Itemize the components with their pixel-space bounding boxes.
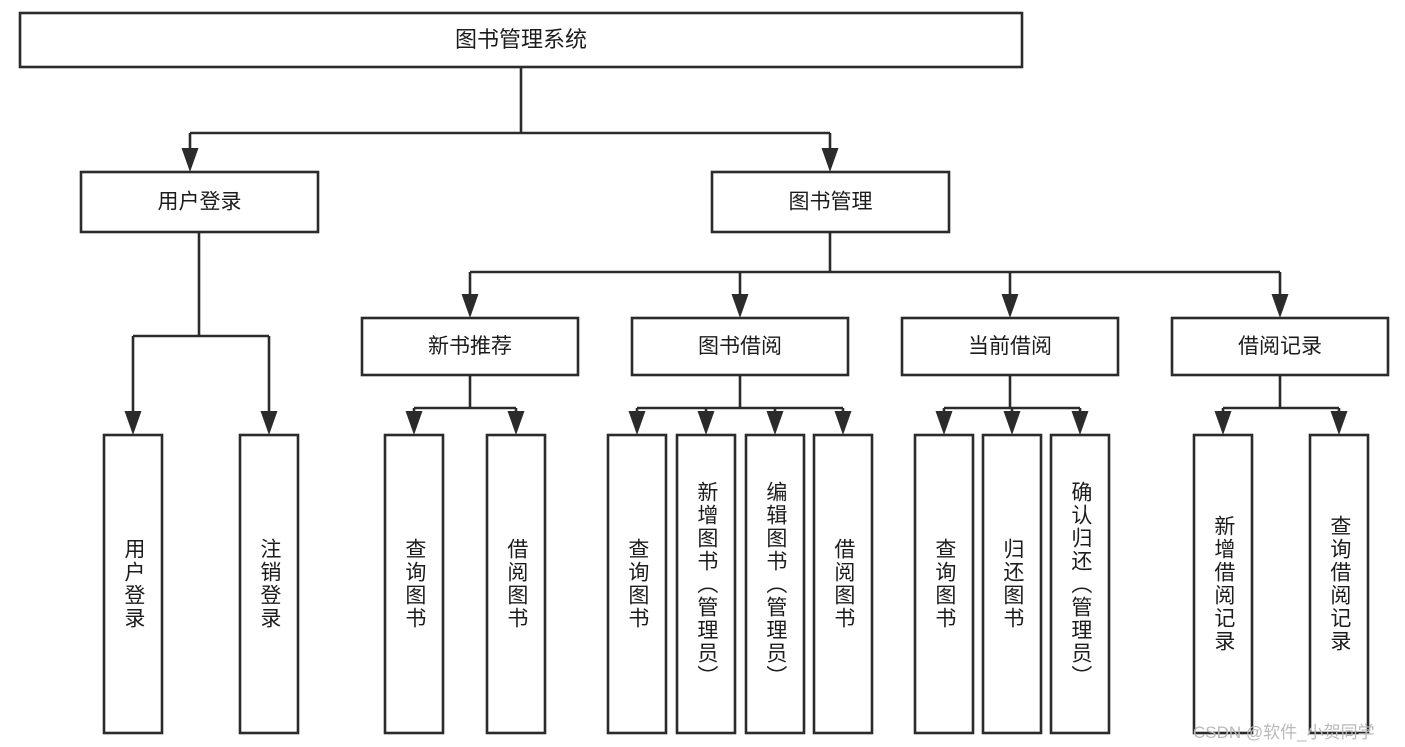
arrow-head-icon (124, 411, 142, 435)
arrow-head-icon (260, 411, 278, 435)
node-hit-leaf-add-borrow-record[interactable] (1194, 435, 1252, 733)
node-box-root[interactable] (18, 11, 1024, 69)
node-hit-leaf-confirm-return-admin[interactable] (1051, 435, 1109, 733)
connector-c-recommend-bus (405, 375, 525, 435)
connector-c-current-bus (935, 375, 1089, 435)
arrow-head-icon (1003, 411, 1021, 435)
arrow-head-icon (731, 294, 749, 318)
node-hit-leaf-query-book-borrow[interactable] (608, 435, 666, 733)
node-box-book-borrow[interactable] (630, 316, 850, 377)
node-box-leaf-user-login[interactable] (102, 433, 164, 735)
node-hit-leaf-query-book-current[interactable] (915, 435, 973, 733)
arrow-head-icon (834, 411, 852, 435)
arrow-head-icon (181, 148, 199, 172)
arrow-head-icon (1330, 411, 1348, 435)
csdn-watermark: CSDN @软件_小贺同学 (1193, 723, 1375, 742)
node-box-leaf-add-book-admin[interactable] (675, 433, 737, 735)
arrow-head-icon (1214, 411, 1232, 435)
node-hit-leaf-borrow-book-recommend[interactable] (487, 435, 545, 733)
connector-c-record-bus (1214, 375, 1348, 435)
node-box-leaf-return-book[interactable] (981, 433, 1043, 735)
node-hit-leaf-borrow-book[interactable] (814, 435, 872, 733)
arrow-head-icon (1271, 294, 1289, 318)
node-box-leaf-confirm-return-admin[interactable] (1049, 433, 1111, 735)
connector-c-userlogin-bus (124, 232, 278, 435)
node-hit-leaf-user-login[interactable] (104, 435, 162, 733)
node-label-book-manage: 图书管理 (789, 191, 873, 214)
connector-c-root-bus (181, 67, 839, 172)
node-box-leaf-query-book-current[interactable] (913, 433, 975, 735)
arrow-head-icon (1071, 411, 1089, 435)
node-box-leaf-query-book-recommend[interactable] (383, 433, 445, 735)
arrow-head-icon (405, 411, 423, 435)
node-label-current-borrow: 当前借阅 (968, 335, 1052, 358)
node-label-borrow-record: 借阅记录 (1238, 335, 1322, 358)
node-hit-leaf-return-book[interactable] (983, 435, 1041, 733)
node-label-user-login: 用户登录 (158, 191, 242, 214)
arrow-head-icon (821, 148, 839, 172)
node-box-leaf-add-borrow-record[interactable] (1192, 433, 1254, 735)
node-box-leaf-edit-book-admin[interactable] (744, 433, 806, 735)
node-hit-leaf-query-book-recommend[interactable] (385, 435, 443, 733)
arrow-head-icon (507, 411, 525, 435)
node-box-leaf-borrow-book-recommend[interactable] (485, 433, 547, 735)
arrow-head-icon (766, 411, 784, 435)
arrow-head-icon (461, 294, 479, 318)
boxes-layer (18, 11, 1390, 735)
arrow-head-icon (628, 411, 646, 435)
node-hit-leaf-add-book-admin[interactable] (677, 435, 735, 733)
arrow-head-icon (697, 411, 715, 435)
connector-c-bookmanage-bus (461, 232, 1289, 318)
node-box-leaf-query-book-borrow[interactable] (606, 433, 668, 735)
node-box-borrow-record[interactable] (1170, 316, 1390, 377)
node-hit-leaf-query-borrow-record[interactable] (1310, 435, 1368, 733)
node-box-user-login[interactable] (79, 170, 320, 234)
node-box-leaf-query-borrow-record[interactable] (1308, 433, 1370, 735)
node-box-leaf-borrow-book[interactable] (812, 433, 874, 735)
node-box-leaf-logout[interactable] (238, 433, 300, 735)
node-label-new-book-recommend: 新书推荐 (428, 335, 512, 358)
node-label-book-borrow: 图书借阅 (698, 335, 782, 358)
node-box-current-borrow[interactable] (900, 316, 1120, 377)
connectors-layer (124, 67, 1348, 435)
arrow-head-icon (1001, 294, 1019, 318)
node-hit-leaf-edit-book-admin[interactable] (746, 435, 804, 733)
node-box-book-manage[interactable] (710, 170, 951, 234)
node-hit-leaf-logout[interactable] (240, 435, 298, 733)
node-label-root: 图书管理系统 (455, 27, 587, 52)
arrow-head-icon (935, 411, 953, 435)
node-box-new-book-recommend[interactable] (360, 316, 580, 377)
connector-c-borrow-bus (628, 375, 852, 435)
